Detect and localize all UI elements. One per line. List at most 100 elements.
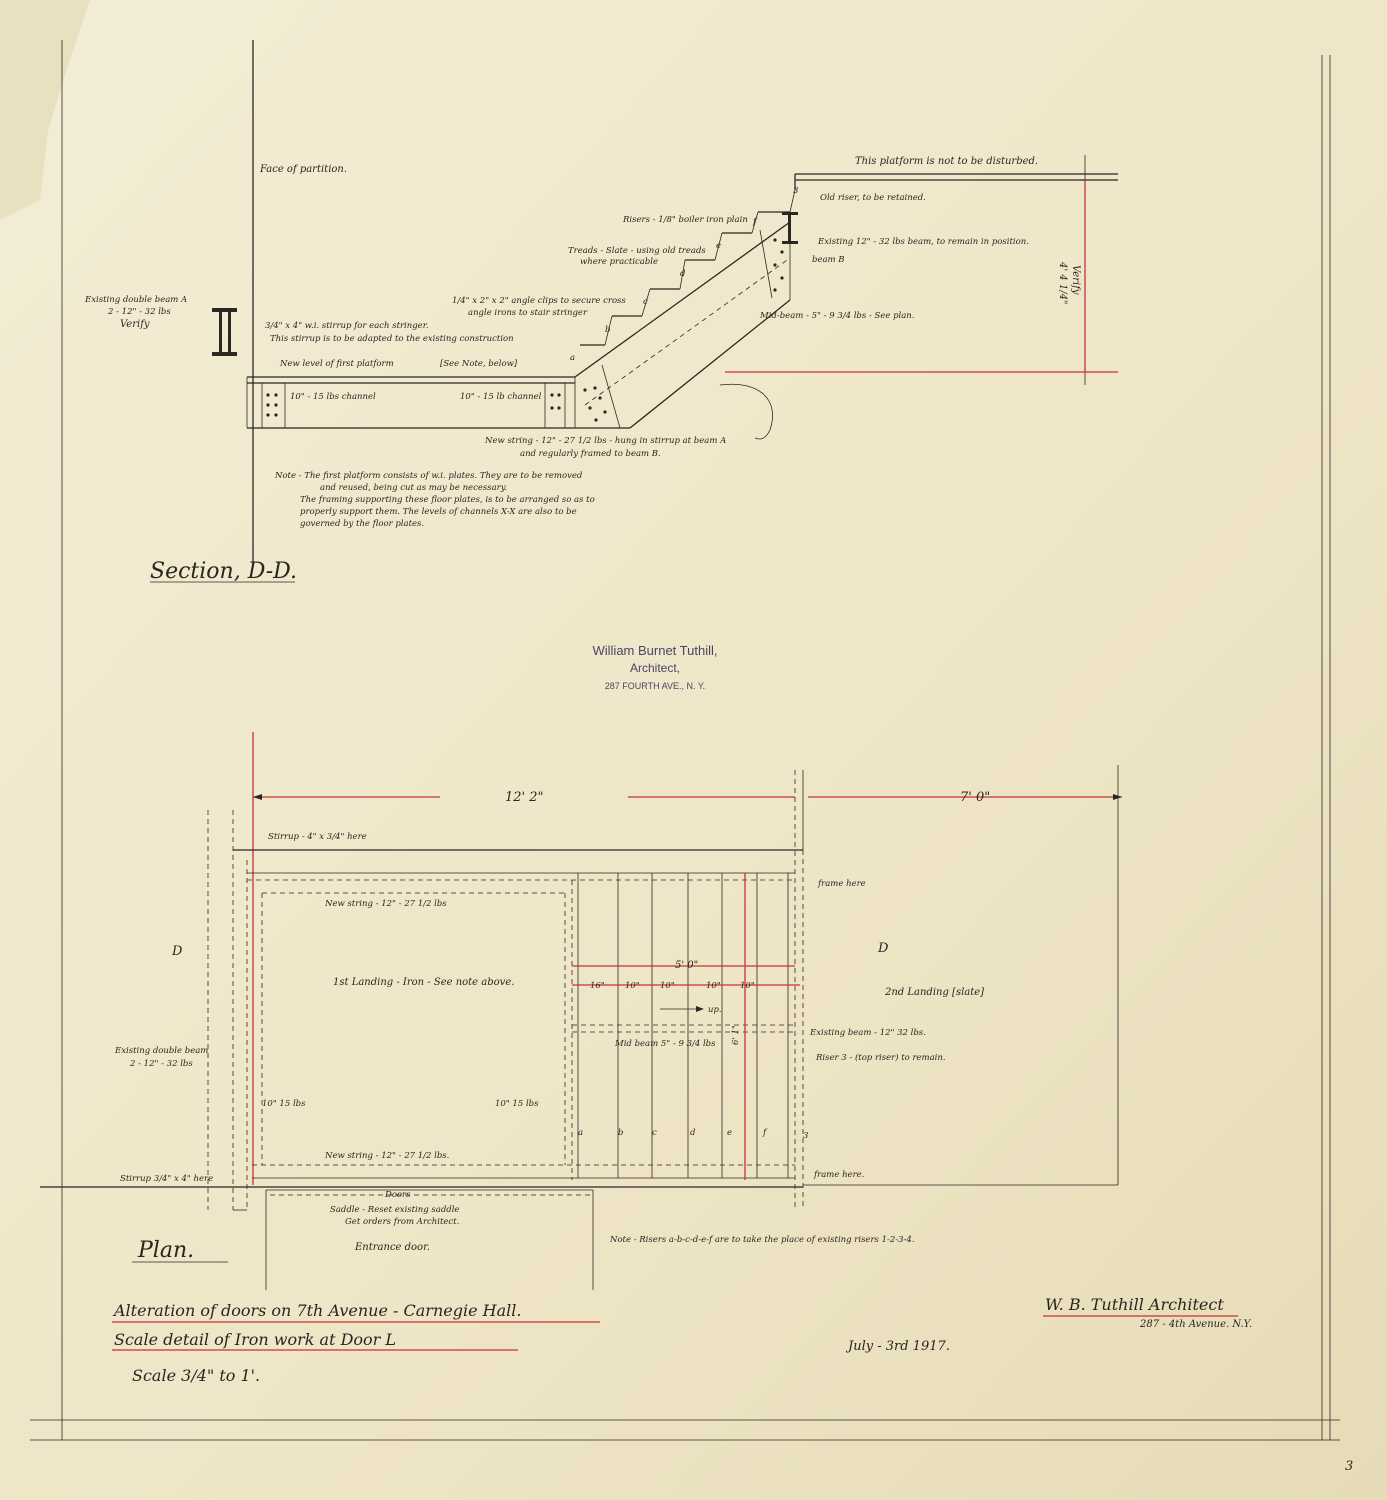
dim-6-label: 6' 1" bbox=[731, 1025, 741, 1045]
architect-address: 287 - 4th Avenue. N.Y. bbox=[1139, 1319, 1252, 1330]
new-string-bottom-label: New string - 12" - 27 1/2 lbs. bbox=[324, 1151, 449, 1161]
sub-dim-4: 10" bbox=[706, 981, 721, 991]
plan-door bbox=[266, 1189, 593, 1196]
string-leader bbox=[719, 383, 773, 440]
section-note-line-2: and reused, being cut as may be necessar… bbox=[320, 483, 507, 493]
channel-right-label: 10" - 15 lb channel bbox=[460, 392, 542, 402]
stirrup-top-label: Stirrup - 4" x 3/4" here bbox=[268, 832, 367, 842]
treads-label-2: where practicable bbox=[580, 257, 658, 267]
sub-dim-2: 10" bbox=[625, 981, 640, 991]
plan-title: Plan. bbox=[137, 1238, 194, 1263]
mid-beam-plan-label: Mid beam 5" - 9 3/4 lbs bbox=[614, 1039, 716, 1049]
existing-double-beam-label: Existing double beam A bbox=[84, 295, 187, 305]
sub-dim-5: 10" bbox=[740, 981, 755, 991]
dim-7-0: 7' 0" bbox=[960, 790, 990, 805]
plan-riser-f: f bbox=[762, 1128, 768, 1138]
beam-b-label: beam B bbox=[812, 255, 845, 265]
ch-left-label: 10" 15 lbs bbox=[262, 1099, 306, 1109]
platform-note-label: This platform is not to be disturbed. bbox=[855, 156, 1038, 167]
existing-double-beam-plan: Existing double beam bbox=[114, 1046, 208, 1056]
title-line-1: Alteration of doors on 7th Avenue - Carn… bbox=[112, 1301, 521, 1320]
plan-labels: 12' 2" 7' 0" 5' 0" 16" 10" 10" 10" 10" u… bbox=[114, 790, 990, 1263]
stair-stringer bbox=[574, 215, 791, 429]
stamp-line-2: Architect, bbox=[630, 661, 680, 675]
new-string-label: New string - 12" - 27 1/2 lbs - hung in … bbox=[484, 436, 726, 446]
sheet-number: 3 bbox=[1345, 1459, 1353, 1474]
section-mark-left: D bbox=[171, 944, 183, 959]
landing2-label: 2nd Landing [slate] bbox=[884, 987, 984, 998]
dim-12-2: 12' 2" bbox=[505, 790, 544, 805]
section-riser-b: b bbox=[605, 325, 610, 335]
doors-label: Doors bbox=[384, 1190, 411, 1200]
section-view bbox=[212, 40, 1118, 565]
plan-note: Note - Risers a-b-c-d-e-f are to take th… bbox=[609, 1235, 915, 1245]
old-riser-label: Old riser, to be retained. bbox=[820, 193, 926, 203]
section-labels: Face of partition. This platform is not … bbox=[84, 156, 1081, 584]
upper-platform bbox=[794, 173, 1118, 190]
risers-label: Risers - 1/8" boiler iron plain bbox=[622, 215, 748, 225]
angle-clips-label: 1/4" x 2" x 2" angle clips to secure cro… bbox=[452, 296, 626, 306]
plan-riser-d: d bbox=[690, 1128, 696, 1138]
title-line-2: Scale detail of Iron work at Door L bbox=[114, 1330, 396, 1349]
paper-stain bbox=[0, 0, 90, 220]
see-note-label: [See Note, below] bbox=[440, 359, 518, 369]
saddle-label: Saddle - Reset existing saddle bbox=[330, 1205, 459, 1215]
first-platform-framing bbox=[246, 376, 575, 429]
sub-dim-3: 10" bbox=[660, 981, 675, 991]
plan-riser-e: e bbox=[727, 1128, 732, 1138]
double-beam-a bbox=[212, 308, 237, 356]
section-riser-f: f bbox=[752, 217, 758, 227]
height-verify-label: Verify bbox=[1070, 265, 1081, 295]
angle-clips-label-2: angle irons to stair stringer bbox=[468, 308, 588, 318]
height-dim-label: 4' 4 1/4" bbox=[1057, 261, 1068, 305]
stirrup-bottom-label: Stirrup 3/4" x 4" here bbox=[120, 1174, 213, 1184]
dim-5-0: 5' 0" bbox=[675, 960, 698, 971]
beam-b bbox=[782, 212, 798, 244]
stair-risers bbox=[577, 873, 789, 1178]
landing-framing bbox=[247, 872, 795, 1180]
new-string-top-label: New string - 12" - 27 1/2 lbs bbox=[324, 899, 447, 909]
title-line-3: Scale 3/4" to 1'. bbox=[132, 1366, 260, 1385]
section-note-line-5: governed by the floor plates. bbox=[300, 519, 424, 529]
frame-here-top-label: frame here bbox=[817, 879, 866, 889]
section-mark-right: D bbox=[877, 941, 889, 956]
drawing-date: July - 3rd 1917. bbox=[845, 1339, 950, 1354]
sheet-border bbox=[30, 40, 1340, 1441]
outer-walls bbox=[40, 765, 1119, 1211]
plan-riser-c: c bbox=[652, 1128, 657, 1138]
stamp-line-1: William Burnet Tuthill, bbox=[593, 643, 718, 658]
plan-riser-a: a bbox=[578, 1128, 583, 1138]
treads-label: Treads - Slate - using old treads bbox=[568, 246, 706, 256]
stirrup-label-2: This stirrup is to be adapted to the exi… bbox=[270, 334, 514, 344]
section-note-line-1: Note - The first platform consists of w.… bbox=[274, 471, 583, 481]
section-riser-c: c bbox=[643, 297, 648, 307]
verify-label: Verify bbox=[120, 319, 150, 330]
height-dimension bbox=[725, 155, 1118, 385]
plan-view bbox=[40, 732, 1122, 1290]
section-riser-a: a bbox=[570, 353, 575, 363]
section-riser-d: d bbox=[680, 269, 686, 279]
title-block: Alteration of doors on 7th Avenue - Carn… bbox=[112, 1295, 1353, 1474]
entrance-label: Entrance door. bbox=[354, 1242, 430, 1253]
overall-dimensions bbox=[253, 770, 1122, 850]
architect-stamp: William Burnet Tuthill, Architect, 287 F… bbox=[593, 643, 718, 691]
ch-right-label: 10" 15 lbs bbox=[495, 1099, 539, 1109]
new-string-label-2: and regularly framed to beam B. bbox=[520, 449, 661, 459]
stair-dimensions bbox=[572, 873, 800, 1180]
sub-dim-1: 16" bbox=[590, 981, 605, 991]
plan-riser-3: 3 bbox=[803, 1131, 808, 1141]
section-riser-e: e bbox=[716, 241, 721, 251]
mid-beam-label: Mid-beam - 5" - 9 3/4 lbs - See plan. bbox=[759, 311, 914, 321]
section-riser-3: 3 bbox=[793, 186, 798, 196]
stamp-line-3: 287 FOURTH AVE., N. Y. bbox=[605, 681, 705, 691]
existing-double-beam-plan-2: 2 - 12" - 32 lbs bbox=[129, 1059, 193, 1069]
landing1-label: 1st Landing - Iron - See note above. bbox=[333, 977, 514, 988]
stirrup-label: 3/4" x 4" w.i. stirrup for each stringer… bbox=[265, 321, 429, 331]
up-label: up. bbox=[708, 1005, 722, 1015]
existing-beam-label: Existing 12" - 32 lbs beam, to remain in… bbox=[817, 237, 1029, 247]
section-title: Section, D-D. bbox=[150, 559, 297, 584]
architect-signature: W. B. Tuthill Architect bbox=[1045, 1295, 1224, 1314]
frame-here-bottom-label: frame here. bbox=[813, 1170, 864, 1180]
